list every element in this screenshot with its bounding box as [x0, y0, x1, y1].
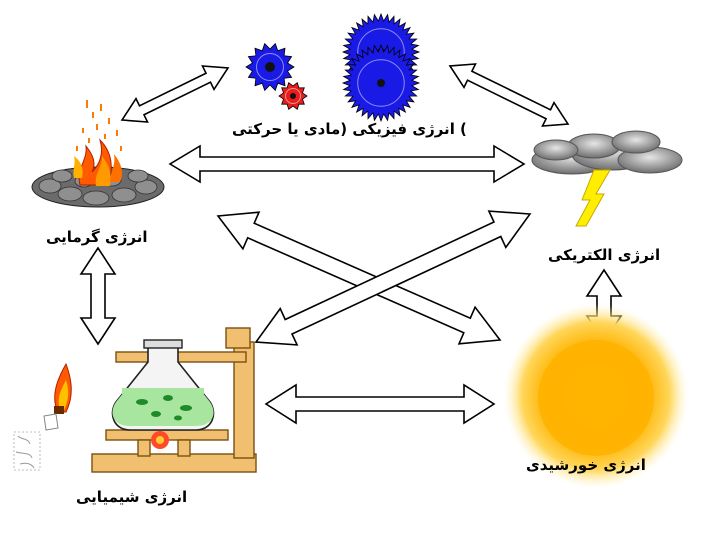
flames-icon	[73, 138, 122, 186]
lightning-cloud-icon	[531, 130, 683, 227]
sun-icon	[504, 304, 688, 488]
blue-gear-medium-icon	[245, 42, 295, 92]
arrow-electrical-chemical-diagonal	[254, 210, 532, 346]
label-chemical-energy: انرژی شیمیایی	[76, 488, 188, 506]
lightning-bolt-icon	[575, 169, 611, 227]
match-icon	[13, 362, 72, 471]
gears-icon	[245, 12, 421, 123]
label-thermal-energy: انرژی گرمایی	[46, 228, 148, 246]
campfire-icon	[31, 100, 165, 208]
arrow-thermal-chemical	[79, 246, 117, 346]
arrow-thermal-physical	[120, 65, 230, 123]
arrows-group	[79, 63, 623, 425]
arrow-physical-electrical	[448, 63, 570, 127]
arrow-chemical-solar	[264, 383, 496, 425]
label-solar-energy: انرژی خورشیدی	[526, 456, 646, 474]
arrow-thermal-solar-diagonal	[216, 211, 502, 345]
label-electrical-energy: انرژی الکتریکی	[548, 246, 661, 264]
arrow-thermal-electrical	[168, 144, 526, 184]
lab-flask-icon	[13, 327, 257, 473]
label-physical-energy: ) انرژی فیزیکی (مادی یا حرکتی	[232, 120, 467, 138]
burner-flame-icon	[151, 431, 169, 449]
red-gear-small-icon	[278, 82, 308, 110]
blue-gear-large-bottom-icon	[341, 43, 421, 123]
